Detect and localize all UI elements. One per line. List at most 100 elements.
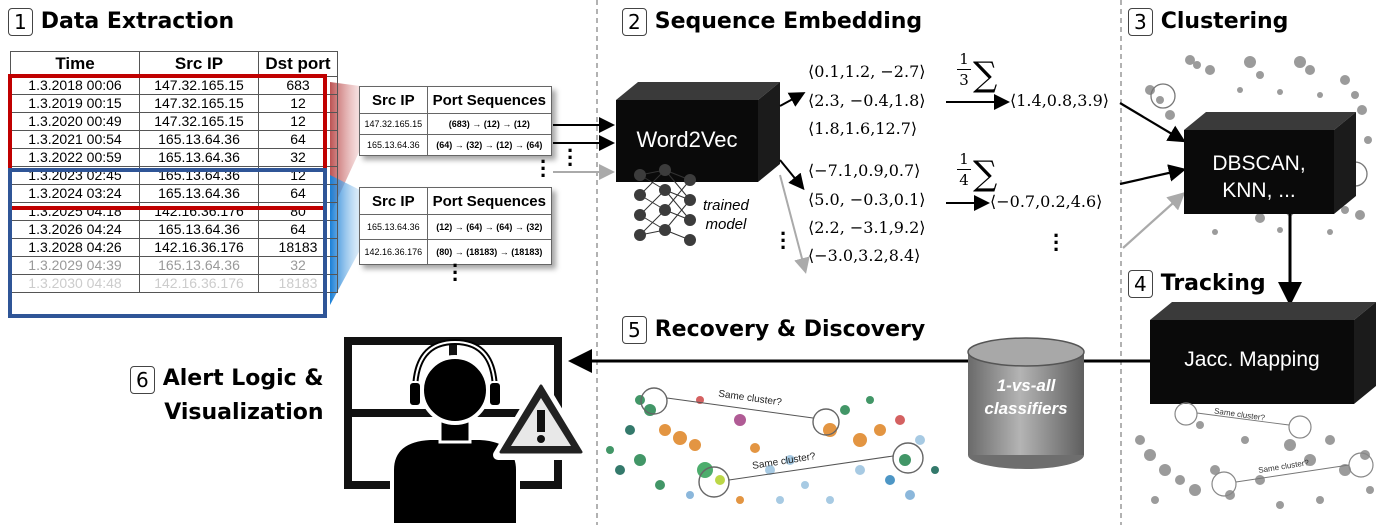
arrow-embed-top-dbscan — [1119, 102, 1186, 143]
cell-time: 1.3.2019 00:15 — [10, 94, 140, 113]
log-header-row: Time Src IP Dst port — [10, 51, 338, 77]
table-row: 142.16.36.176 (80) → (18183) → (18183) — [359, 239, 553, 265]
red-selection-box — [8, 74, 327, 210]
highlight-ring — [640, 387, 668, 415]
vertical-ellipsis: ··· — [452, 253, 460, 292]
section-6-title: 6 Alert Logic & Visualization — [130, 366, 324, 430]
classifiers-label: 1-vs-all classifiers — [968, 374, 1084, 420]
cell-dst-port: 32 — [258, 256, 338, 275]
blue-selection-box — [8, 168, 327, 318]
seq-table-top: Src IP Port Sequences 147.32.165.15 (683… — [359, 86, 553, 156]
trained-line1: trained — [703, 197, 749, 214]
seq-ports: (80) → (18183) → (18183) — [426, 239, 553, 265]
dbscan-label: DBSCAN, KNN, ... — [1184, 150, 1334, 204]
cell-dst-port: 12 — [258, 94, 338, 113]
section-label: Sequence Embedding — [654, 9, 923, 34]
vertical-ellipsis: ··· — [540, 149, 548, 188]
vertical-ellipsis: ··· — [567, 138, 575, 177]
arrow-w2v-gray — [779, 174, 810, 274]
same-cluster-line — [1196, 412, 1290, 426]
seq-header-src: Src IP — [359, 187, 428, 215]
avg-bottom-result: ⟨−0.7,0.2,4.6⟩ — [990, 192, 1103, 211]
section-label-line1: Alert Logic & — [162, 366, 324, 391]
highlight-ring — [812, 408, 840, 436]
arrow-embed-bottom-dbscan — [1119, 164, 1187, 186]
fraction-den: 4 — [959, 171, 969, 189]
highlight-ring — [1288, 415, 1312, 439]
dbscan-line1: DBSCAN, — [1212, 152, 1306, 175]
header-src-ip: Src IP — [139, 51, 259, 77]
arrow-w2v-top — [779, 92, 806, 107]
table-row: 165.13.64.36 (64) → (32) → (12) → (64) — [359, 134, 553, 156]
cluster-scatter-top — [1145, 55, 1372, 235]
jaccard-block — [1150, 302, 1376, 404]
classifiers-cylinder — [967, 337, 1085, 469]
highlight-ring — [1174, 402, 1198, 426]
cluster-highlight — [1150, 83, 1176, 109]
classifiers-line2: classifiers — [984, 399, 1068, 418]
highlight-ring — [698, 466, 730, 498]
cell-src-ip: 165.13.64.36 — [139, 184, 259, 203]
highlight-ring — [892, 442, 924, 474]
cell-time: 1.3.2029 04:39 — [10, 256, 140, 275]
table-fade — [10, 296, 330, 326]
section-number: 4 — [1128, 270, 1153, 298]
section-4-title: 4 Tracking — [1128, 270, 1266, 298]
jaccard-label: Jacc. Mapping — [1184, 348, 1320, 371]
vector-bottom-3: ⟨−3.0,3.2,8.4⟩ — [808, 246, 921, 265]
section-1-title: 1 Data Extraction — [8, 8, 234, 36]
warning-icon — [493, 378, 589, 460]
vertical-ellipsis: ··· — [780, 221, 788, 260]
neural-network-nodes — [634, 164, 696, 246]
section-label-line2: Visualization — [164, 400, 324, 425]
vertical-ellipsis: ··· — [1053, 223, 1061, 262]
table-row: 165.13.64.36 (12) → (64) → (64) → (32) — [359, 214, 553, 240]
sum-symbol: ∑ — [973, 154, 998, 194]
seq-table-bottom-wrap: Src IP Port Sequences 165.13.64.36 (12) … — [359, 187, 553, 265]
avg-top-result: ⟨1.4,0.8,3.9⟩ — [1010, 91, 1109, 110]
tracking-scatter — [1135, 421, 1374, 509]
section-2-title: 2 Sequence Embedding — [622, 8, 922, 36]
word2vec-block — [616, 82, 780, 182]
avg-bottom-fraction: 1 4 — [957, 150, 971, 189]
recovery-scatter — [606, 395, 939, 504]
section-5-title: 5 Recovery & Discovery — [622, 316, 925, 344]
cell-src-ip: 147.32.165.15 — [139, 76, 259, 95]
header-time: Time — [10, 51, 140, 77]
section-label: Clustering — [1160, 9, 1289, 34]
cell-time: 1.3.2020 00:49 — [10, 112, 140, 131]
arrow-gray-dbscan — [1122, 192, 1186, 249]
same-cluster-line — [666, 397, 814, 419]
seq-table-top-wrap: Src IP Port Sequences 147.32.165.15 (683… — [359, 86, 553, 156]
vector-bottom-1: ⟨5.0, −0.3,0.1⟩ — [808, 190, 926, 209]
vector-top-2: ⟨1.8,1.6,12.7⟩ — [808, 119, 918, 138]
section-label: Tracking — [1160, 271, 1266, 296]
same-cluster-line — [1235, 464, 1350, 483]
seq-header-ports: Port Sequences — [426, 86, 553, 114]
seq-header-src: Src IP — [359, 86, 428, 114]
section-number: 3 — [1128, 8, 1153, 36]
cell-dst-port: 18183 — [258, 274, 338, 293]
cell-src-ip: 142.16.36.176 — [139, 274, 259, 293]
blue-wedge — [330, 175, 360, 305]
seq-ports: (64) → (32) → (12) → (64) — [426, 134, 553, 156]
section-label: Recovery & Discovery — [654, 317, 926, 342]
seq-ports: (12) → (64) → (64) → (32) — [426, 214, 553, 240]
seq-table-bottom: Src IP Port Sequences 165.13.64.36 (12) … — [359, 187, 553, 265]
vector-bottom-0: ⟨−7.1,0.9,0.7⟩ — [808, 161, 921, 180]
section-number: 6 — [130, 366, 155, 394]
dbscan-line2: KNN, ... — [1222, 179, 1296, 202]
vector-top-0: ⟨0.1,1.2, −2.7⟩ — [808, 62, 926, 81]
section-label: Alert Logic & Visualization — [163, 362, 324, 430]
section-number: 1 — [8, 8, 33, 36]
trained-model-label: trained model — [703, 196, 749, 234]
